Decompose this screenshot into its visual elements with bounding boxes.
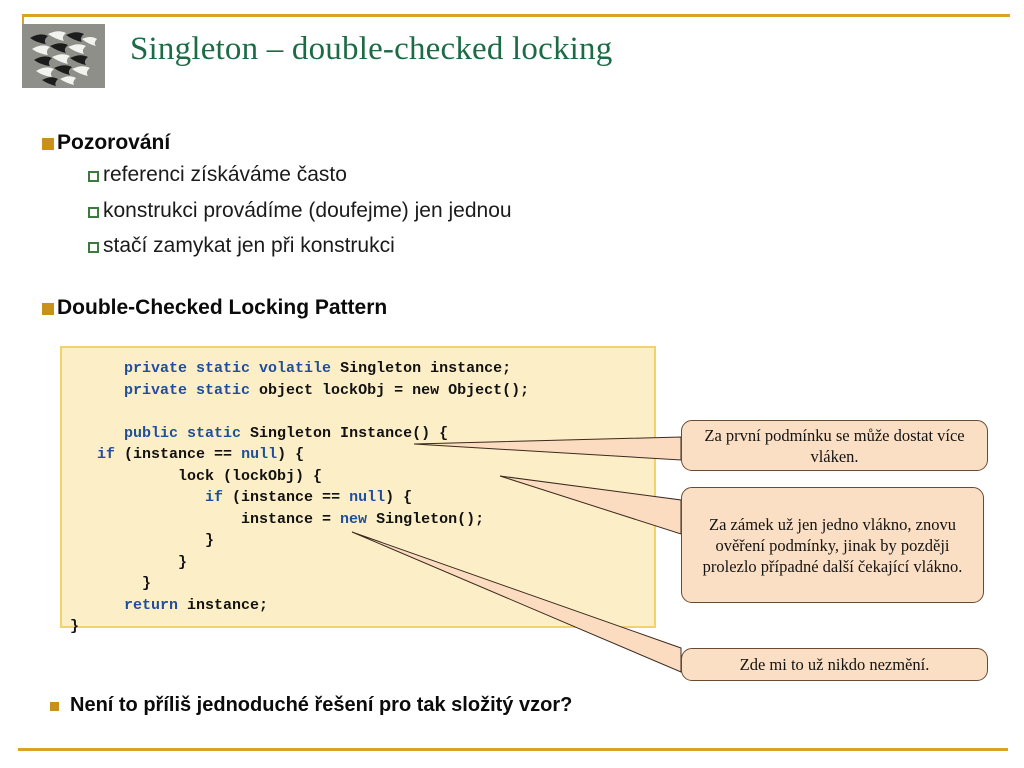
bullet-question: Není to příliš jednoduché řešení pro tak… <box>50 694 572 717</box>
bullet-hollow-square-green-icon <box>88 207 99 218</box>
bullet-question-label: Není to příliš jednoduché řešení pro tak… <box>70 694 573 716</box>
bullet-sub-konstrukci: konstrukci provádíme (doufejme) jen jedn… <box>88 199 512 223</box>
bullet-square-gold-icon <box>42 303 54 315</box>
bullet-square-gold-icon <box>50 702 59 711</box>
bullet-label: Double-Checked Locking Pattern <box>57 296 388 319</box>
bullet-hollow-square-green-icon <box>88 242 99 253</box>
bullet-double-checked-locking-pattern: Double-Checked Locking Pattern <box>42 296 387 320</box>
bullet-label: Pozorování <box>57 131 171 154</box>
callout-first-condition: Za první podmínku se může dostat více vl… <box>681 420 988 471</box>
bullet-sub-referenci: referenci získáváme často <box>88 163 347 187</box>
header-top-rule <box>22 14 1010 17</box>
header-top-rule-tick <box>22 14 24 26</box>
page-title: Singleton – double-checked locking <box>130 31 613 67</box>
code-listing: private static volatile Singleton instan… <box>70 360 530 635</box>
bullet-sub-label: konstrukci provádíme (doufejme) jen jedn… <box>103 199 512 222</box>
bullet-sub-staci-zamykat: stačí zamykat jen při konstrukci <box>88 234 395 258</box>
callout-lock-recheck: Za zámek už jen jedno vlákno, znovu ověř… <box>681 487 984 603</box>
footer-bottom-rule <box>18 748 1008 751</box>
code-block: private static volatile Singleton instan… <box>60 346 656 635</box>
bullet-hollow-square-green-icon <box>88 171 99 182</box>
escher-birds-tessellation-icon <box>22 24 105 88</box>
bullet-square-gold-icon <box>42 138 54 150</box>
bullet-sub-label: stačí zamykat jen při konstrukci <box>103 234 395 257</box>
bullet-sub-label: referenci získáváme často <box>103 163 347 186</box>
bullet-pozorovani: Pozorování <box>42 131 170 155</box>
callout-no-change: Zde mi to už nikdo nezmění. <box>681 648 988 681</box>
